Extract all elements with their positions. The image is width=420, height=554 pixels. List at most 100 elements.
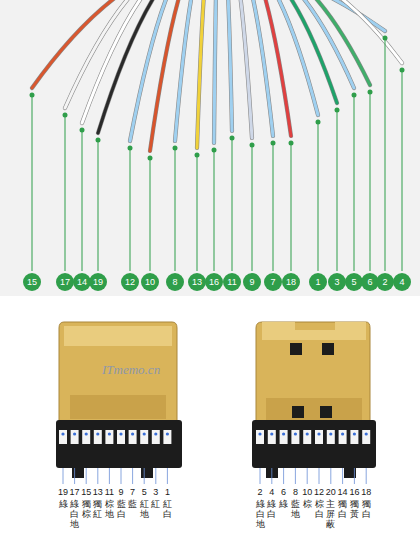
pin-dot xyxy=(365,432,368,435)
wire-color: 獨紅 xyxy=(93,500,102,520)
callout-circle: 7 xyxy=(264,273,282,291)
leader-dot xyxy=(368,90,373,95)
leader-dot xyxy=(63,113,68,118)
leader-dot xyxy=(271,141,276,146)
leader-dot xyxy=(173,146,178,151)
leader-dot xyxy=(80,128,85,133)
leader-dot xyxy=(212,148,217,153)
wire-outline xyxy=(240,0,252,138)
wire-color: 獨棕 xyxy=(82,500,91,520)
left-connector xyxy=(56,322,182,478)
pin-dot xyxy=(317,432,320,435)
wire xyxy=(65,0,132,108)
leader-line xyxy=(402,70,403,271)
leader-dot xyxy=(195,153,200,158)
pin-lead xyxy=(307,468,308,484)
pin-dot xyxy=(166,432,169,435)
wire-color: 紅地 xyxy=(140,500,149,520)
callout-number: 12 xyxy=(125,277,135,287)
leader-line xyxy=(291,143,292,271)
wire-color: 綠白 xyxy=(267,500,276,520)
leader-line xyxy=(232,138,233,271)
pin-lead xyxy=(271,468,272,484)
pin-pad xyxy=(303,430,311,444)
wire-color: 主屏蔽 xyxy=(326,500,335,530)
pin-number: 16 xyxy=(349,487,359,497)
pin-dot xyxy=(329,432,332,435)
wire xyxy=(324,0,385,31)
callout-number: 13 xyxy=(192,277,202,287)
wire xyxy=(32,0,120,88)
pin-number: 14 xyxy=(338,487,348,497)
wire-color: 藍 xyxy=(128,500,137,510)
pin-lead xyxy=(319,468,320,484)
callout-number: 2 xyxy=(382,277,387,287)
pin-number: 2 xyxy=(257,487,262,497)
pin-lead xyxy=(354,468,355,484)
pin-pad xyxy=(315,430,323,444)
leader-line xyxy=(252,145,253,271)
pin-pad xyxy=(105,430,113,444)
leader-line xyxy=(175,148,176,271)
right-connector xyxy=(252,322,376,478)
wire-color: 棕地 xyxy=(105,500,114,520)
pin-lead xyxy=(167,468,168,484)
wire xyxy=(336,0,402,63)
wire-color: 綠 xyxy=(59,500,68,510)
pin-dot xyxy=(131,432,134,435)
pin-dot xyxy=(306,432,309,435)
pin-dot xyxy=(270,432,273,435)
callout-number: 7 xyxy=(270,277,275,287)
callout-circle: 12 xyxy=(121,273,139,291)
callout-circle: 11 xyxy=(223,273,241,291)
leader-dot xyxy=(352,93,357,98)
leader-dot xyxy=(400,68,405,73)
pin-lead xyxy=(97,468,98,484)
callout-number: 11 xyxy=(227,277,236,287)
pin-pad xyxy=(94,430,102,444)
pin-pad xyxy=(327,430,335,444)
leader-dot xyxy=(30,93,35,98)
pin-number: 9 xyxy=(118,487,123,497)
callout-number: 6 xyxy=(367,277,372,287)
pin-number: 5 xyxy=(142,487,147,497)
leader-line xyxy=(197,155,198,271)
pin-pad xyxy=(163,430,171,444)
wire-color: 棕 xyxy=(303,500,312,510)
callout-circle: 13 xyxy=(188,273,206,291)
pin-lead xyxy=(63,468,64,484)
pin-number: 6 xyxy=(281,487,286,497)
pin-lead xyxy=(366,468,367,484)
leader-dot xyxy=(335,108,340,113)
wire-outline xyxy=(228,0,232,131)
callout-number: 5 xyxy=(351,277,356,287)
pin-lead xyxy=(121,468,122,484)
leader-line xyxy=(150,158,151,271)
leader-line xyxy=(370,92,371,271)
callout-circle: 4 xyxy=(393,273,411,291)
pin-number: 4 xyxy=(269,487,274,497)
pin-lead xyxy=(342,468,343,484)
callout-circle: 15 xyxy=(23,273,41,291)
pin-lead xyxy=(109,468,110,484)
callout-circle: 10 xyxy=(141,273,159,291)
watermark: ITmemo.cn xyxy=(102,362,160,378)
leader-dot xyxy=(128,146,133,151)
leader-line xyxy=(98,140,99,271)
wire xyxy=(197,0,204,148)
callout-number: 15 xyxy=(27,277,37,287)
pin-pad xyxy=(350,430,358,444)
callout-circle: 3 xyxy=(328,273,346,291)
pin-number: 13 xyxy=(93,487,103,497)
pin-number: 7 xyxy=(130,487,135,497)
pin-number: 10 xyxy=(302,487,312,497)
pin-lead xyxy=(283,468,284,484)
pin-number: 8 xyxy=(293,487,298,497)
pin-lead xyxy=(155,468,156,484)
callout-circle: 19 xyxy=(89,273,107,291)
callout-number: 14 xyxy=(77,277,87,287)
wire-outline xyxy=(82,0,144,123)
callout-circle: 8 xyxy=(166,273,184,291)
wire-color: 獨白 xyxy=(338,500,347,520)
pin-dot xyxy=(143,432,146,435)
